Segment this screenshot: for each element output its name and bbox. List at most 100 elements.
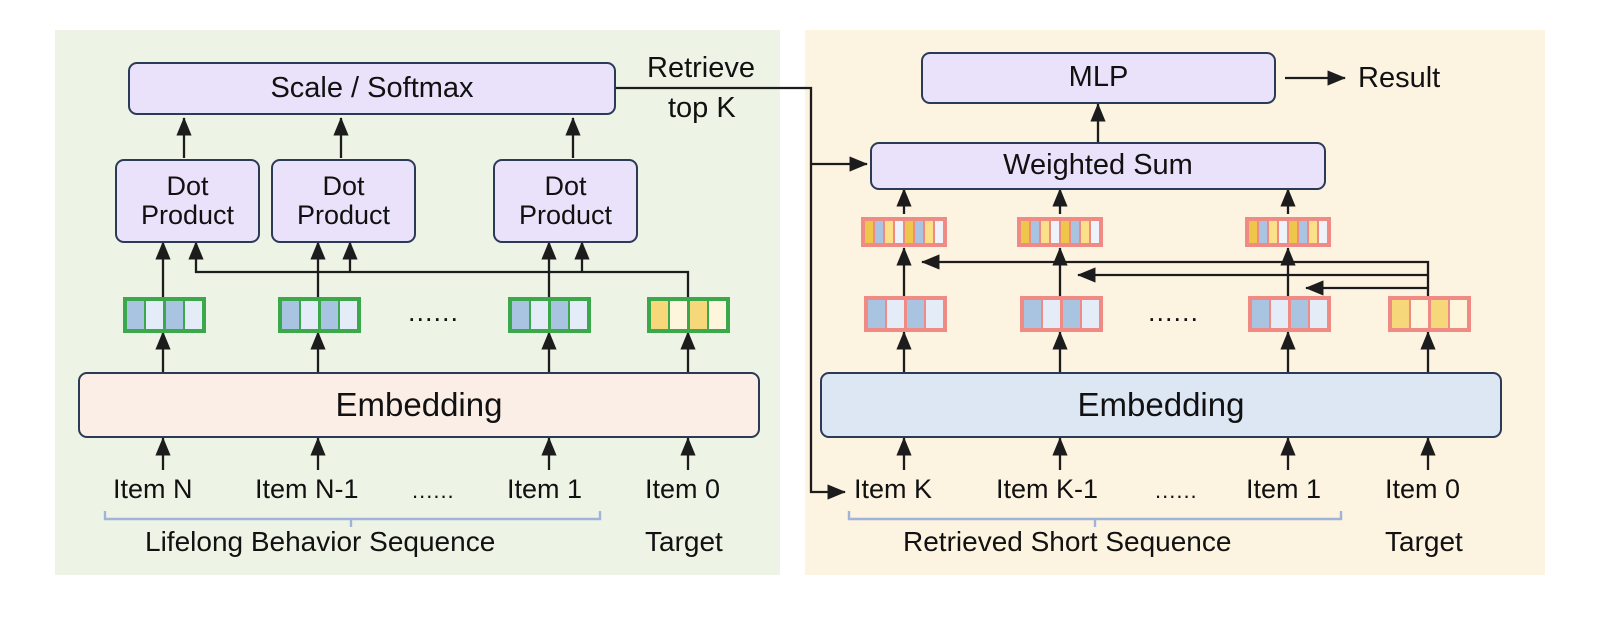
vector-cell-4 <box>925 300 943 328</box>
target-vector-left <box>647 297 730 333</box>
vector-cell-3 <box>165 301 183 329</box>
left-item-label-3: Item 0 <box>645 474 721 504</box>
vector-cell-6 <box>915 221 923 243</box>
left-item-label-0: Item N <box>113 474 193 504</box>
right-item-label-3: Item 0 <box>1385 474 1461 504</box>
dot-product-label-line1: Dot <box>166 170 209 201</box>
mlp-box[interactable]: MLP <box>921 52 1276 104</box>
vector-cell-7 <box>925 221 933 243</box>
vector-cell-2 <box>1259 221 1267 243</box>
vector-cell-3 <box>320 301 338 329</box>
vector-cell-2 <box>670 301 688 329</box>
dot-product-label-line1: Dot <box>544 170 587 201</box>
vector-cell-4 <box>184 301 202 329</box>
vector-cell-7 <box>1081 221 1089 243</box>
vector-cell-5 <box>905 221 913 243</box>
vector-cell-2 <box>1411 300 1429 328</box>
weighted-vector-2 <box>1017 217 1103 247</box>
vector-cell-2 <box>1043 300 1061 328</box>
vector-cell-6 <box>1071 221 1079 243</box>
mlp-label: MLP <box>1068 61 1129 94</box>
dot-product-label-line2: Product <box>140 200 235 230</box>
lifelong-sequence-label: Lifelong Behavior Sequence <box>145 526 496 557</box>
vector-cell-1 <box>127 301 145 329</box>
vector-cell-1 <box>282 301 300 329</box>
vector-cell-3 <box>1041 221 1049 243</box>
vector-cell-2 <box>875 221 883 243</box>
left-items-ellipsis: ...... <box>412 478 455 503</box>
right-vector-ellipsis: ...... <box>1148 297 1200 327</box>
behavior-vector-2 <box>278 297 361 333</box>
vector-cell-3 <box>1430 300 1448 328</box>
dot-product-box-1[interactable]: Dot Product <box>115 159 260 243</box>
right-items-ellipsis: ...... <box>1155 478 1198 503</box>
vector-cell-2 <box>301 301 319 329</box>
weighted-vector-1 <box>861 217 947 247</box>
retrieved-vector-2 <box>1020 296 1103 332</box>
weighted-sum-label: Weighted Sum <box>1003 149 1193 182</box>
vector-cell-3 <box>1062 300 1080 328</box>
embedding-label: Embedding <box>1077 386 1245 424</box>
vector-cell-4 <box>1081 300 1099 328</box>
vector-cell-8 <box>935 221 943 243</box>
vector-cell-4 <box>1309 300 1327 328</box>
vector-cell-3 <box>906 300 924 328</box>
dot-product-box-2[interactable]: Dot Product <box>271 159 416 243</box>
vector-cell-1 <box>865 221 873 243</box>
vector-cell-3 <box>1290 300 1308 328</box>
vector-cell-1 <box>1252 300 1270 328</box>
vector-cell-7 <box>1309 221 1317 243</box>
vector-cell-5 <box>1289 221 1297 243</box>
behavior-vector-3 <box>508 297 591 333</box>
vector-cell-1 <box>1021 221 1029 243</box>
embedding-label: Embedding <box>335 386 503 424</box>
dot-product-box-3[interactable]: Dot Product <box>493 159 638 243</box>
embedding-box-left[interactable]: Embedding <box>78 372 760 438</box>
vector-cell-1 <box>868 300 886 328</box>
result-label: Result <box>1358 62 1441 94</box>
vector-cell-2 <box>146 301 164 329</box>
vector-cell-8 <box>1319 221 1327 243</box>
scale-softmax-label: Scale / Softmax <box>270 71 474 104</box>
right-target-label: Target <box>1385 526 1463 557</box>
retrieved-sequence-label: Retrieved Short Sequence <box>903 526 1232 557</box>
vector-cell-2 <box>1271 300 1289 328</box>
right-item-label-2: Item 1 <box>1246 474 1322 504</box>
dot-product-label-line2: Product <box>296 200 391 230</box>
target-vector-right <box>1388 296 1471 332</box>
vector-cell-3 <box>1269 221 1277 243</box>
right-item-label-1: Item K-1 <box>996 474 1099 504</box>
vector-cell-2 <box>1031 221 1039 243</box>
dot-product-label-line2: Product <box>518 200 613 230</box>
left-item-label-2: Item 1 <box>507 474 583 504</box>
vector-cell-5 <box>1061 221 1069 243</box>
left-item-label-1: Item N-1 <box>255 474 359 504</box>
vector-cell-6 <box>1299 221 1307 243</box>
vector-cell-4 <box>569 301 587 329</box>
retrieve-top-k-label-line1: Retrieve <box>647 52 755 84</box>
left-target-label: Target <box>645 526 723 557</box>
vector-cell-1 <box>1392 300 1410 328</box>
vector-cell-1 <box>1249 221 1257 243</box>
vector-cell-4 <box>339 301 357 329</box>
vector-cell-8 <box>1091 221 1099 243</box>
vector-cell-4 <box>1051 221 1059 243</box>
dot-product-label-line1: Dot <box>322 170 365 201</box>
scale-softmax-box[interactable]: Scale / Softmax <box>128 62 616 115</box>
vector-cell-1 <box>651 301 669 329</box>
retrieved-vector-1 <box>864 296 947 332</box>
vector-cell-3 <box>885 221 893 243</box>
weighted-sum-box[interactable]: Weighted Sum <box>870 142 1326 190</box>
retrieved-vector-3 <box>1248 296 1331 332</box>
right-item-label-0: Item K <box>854 474 933 504</box>
vector-cell-3 <box>550 301 568 329</box>
vector-cell-4 <box>895 221 903 243</box>
weighted-vector-3 <box>1245 217 1331 247</box>
vector-cell-1 <box>512 301 530 329</box>
vector-cell-1 <box>1024 300 1042 328</box>
left-vector-ellipsis: ...... <box>408 297 460 327</box>
retrieve-top-k-label-line2: top K <box>668 92 736 124</box>
embedding-box-right[interactable]: Embedding <box>820 372 1502 438</box>
vector-cell-2 <box>531 301 549 329</box>
